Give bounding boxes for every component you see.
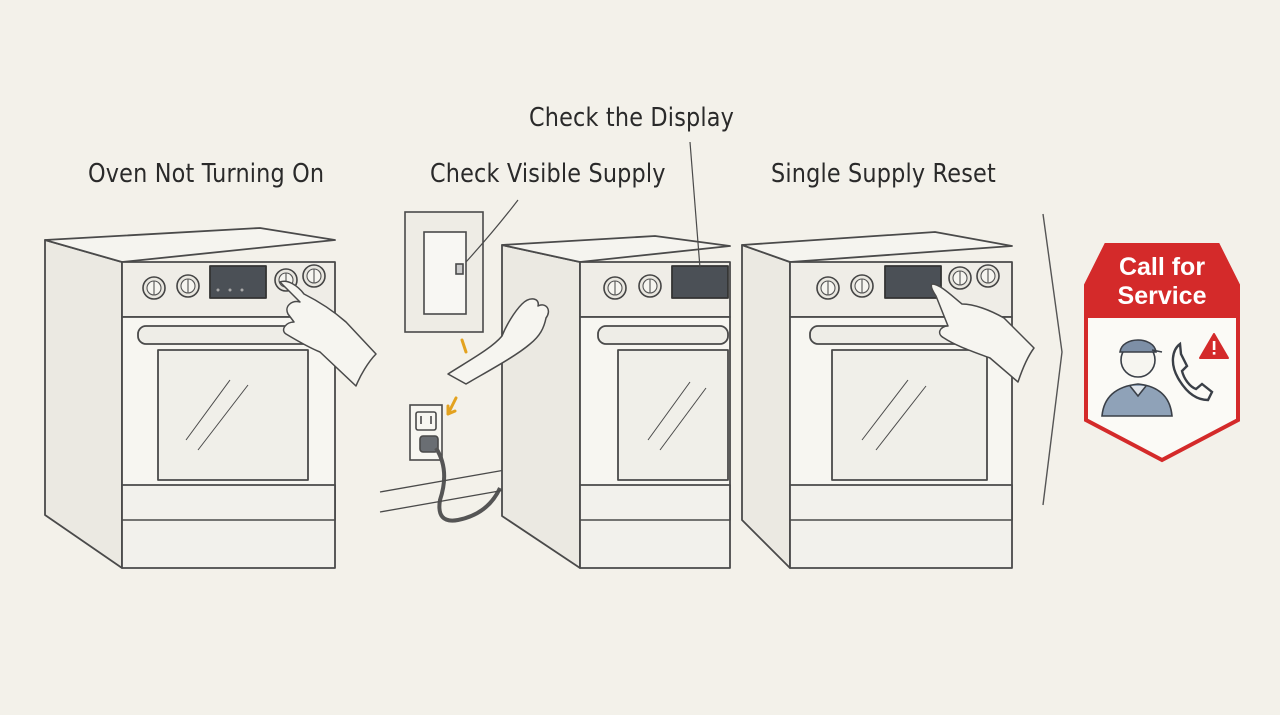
step-4-title: Single Supply Reset [771,159,996,189]
wall-outlet [379,404,506,523]
oven-3 [741,231,1013,569]
phone-icon [1171,341,1214,402]
oven-2 [501,141,731,569]
service-badge-label: Call for Service [1102,253,1222,311]
service-badge-line-2: Service [1117,282,1207,310]
step-1-title: Oven Not Turning On [88,159,325,189]
breaker-panel [404,199,519,333]
hand-3 [930,283,1035,383]
hand-2 [447,298,550,385]
step-separator [1042,213,1063,506]
service-badge-line-1: Call for [1118,253,1206,281]
hand-1 [279,280,377,387]
technician-icon [1101,339,1173,417]
warning-icon [1199,333,1229,359]
step-3-title: Check the Display [529,103,735,133]
step-2-title: Check Visible Supply [430,159,666,189]
oven-1 [44,227,336,569]
